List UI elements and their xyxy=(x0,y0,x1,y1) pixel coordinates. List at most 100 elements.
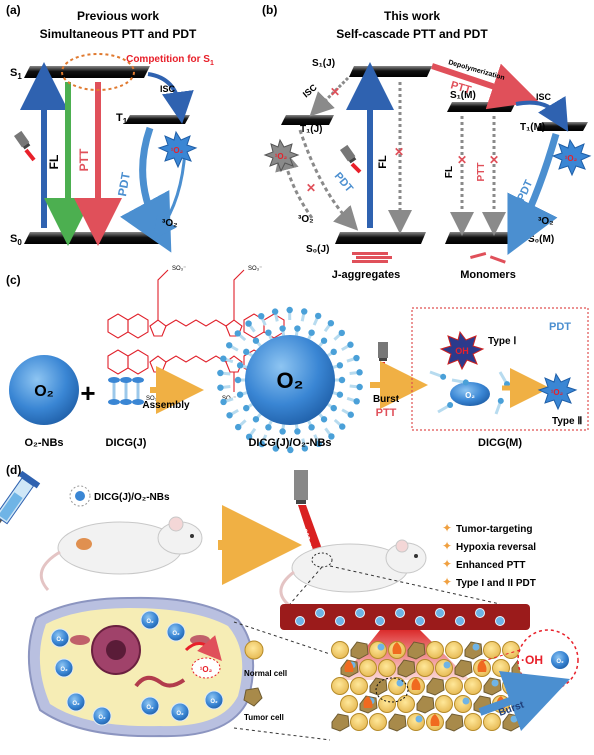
cell-release-arrow xyxy=(184,635,222,662)
normal-cell xyxy=(464,713,482,731)
lipid-head xyxy=(258,312,265,320)
normal-cell xyxy=(378,695,396,713)
tumor-cell xyxy=(350,641,369,660)
lipid-head xyxy=(347,341,354,348)
lipid-head xyxy=(301,445,309,452)
burst-d-arrow xyxy=(478,670,571,732)
cell-o2-bubble xyxy=(66,692,86,712)
isc-arrow xyxy=(147,72,194,124)
normal-cell xyxy=(483,713,501,731)
lipid-head xyxy=(327,319,335,327)
mouse-left xyxy=(39,516,203,592)
s1j-level xyxy=(349,66,432,77)
t1-level xyxy=(125,115,190,124)
small-o2-label: O₂ xyxy=(465,391,475,400)
normal-cell xyxy=(331,677,349,695)
complex-label: DICG(J)/O₂-NBs xyxy=(248,437,331,449)
lipid-head xyxy=(314,312,322,320)
singlet-m-burst-icon xyxy=(551,138,592,177)
isc-m-label: ISC xyxy=(536,92,552,102)
pdt-j-label: PDT xyxy=(332,170,356,195)
lipid-head xyxy=(236,362,244,369)
vessel-o2-bubble xyxy=(495,616,505,626)
panel-b-title: This work xyxy=(384,9,440,23)
cell-o2-bubble-label: O₂ xyxy=(60,667,68,673)
lipid-head xyxy=(272,445,279,452)
box-singlet-burst-icon xyxy=(537,372,578,411)
monomer-head xyxy=(440,373,447,380)
tumor-tissue xyxy=(331,641,530,732)
zoom-guide-right xyxy=(329,565,501,605)
panel-b: (b) This work Self-cascade PTT and PDT S… xyxy=(262,3,592,281)
benefit-star-icon: ✦ xyxy=(442,575,452,589)
lipid-head xyxy=(220,398,227,406)
tissue-o2-bubble xyxy=(510,715,518,723)
benefit-item: Tumor-targeting xyxy=(456,524,532,535)
lipid-head xyxy=(226,412,233,419)
normal-cell-icon xyxy=(244,640,264,660)
heat-flame-icon xyxy=(392,642,402,654)
s1m-label: S₁(M) xyxy=(450,90,476,101)
singlet-j-label: ¹O₂ xyxy=(275,152,288,161)
tumor-cell xyxy=(397,659,416,678)
vessel-o2-bubble xyxy=(295,616,305,626)
s1j-label: S₁(J) xyxy=(312,58,335,69)
dicg-j-label: DICG(J) xyxy=(106,437,147,449)
zoom-guide-left xyxy=(289,566,323,605)
ptt-label: PTT xyxy=(77,148,91,171)
pdt-arrow xyxy=(120,126,172,253)
s1-level xyxy=(24,66,150,78)
s1-label: S1 xyxy=(10,67,22,81)
cell-singlet-circle xyxy=(191,657,221,679)
lipid-head xyxy=(338,376,346,384)
syringe-icon xyxy=(0,470,41,536)
panel-a-letter: (a) xyxy=(6,3,21,17)
tissue-o2-bubble xyxy=(377,643,385,651)
singlet-oxygen-burst-icon xyxy=(157,130,198,169)
burst-label: Burst xyxy=(373,394,400,405)
cell-o2-bubble-label: O₂ xyxy=(210,699,218,705)
j-aggregates-label: J-aggregates xyxy=(332,269,400,281)
cell-o2-bubble xyxy=(204,690,224,710)
normal-cell xyxy=(483,641,501,659)
dicg-j-aggregate xyxy=(108,377,144,405)
s0j-level xyxy=(335,232,426,244)
singlet-m-label: ¹O₂ xyxy=(565,154,578,163)
fl-j-label: FL xyxy=(377,155,389,169)
isc-label: ISC xyxy=(160,84,176,94)
lipid-head xyxy=(245,433,253,441)
ptt-m-blocked-icon: ✕ xyxy=(489,153,499,167)
cell-o2-bubble-label: O₂ xyxy=(98,715,106,721)
panel-a-subtitle: Simultaneous PTT and PDT xyxy=(40,27,197,41)
cell-o2-bubble-label: O₂ xyxy=(176,711,184,717)
tissue-o2-bubble xyxy=(462,697,470,705)
normal-cell xyxy=(331,641,349,659)
lipid-head xyxy=(294,325,301,332)
lipid-head xyxy=(245,320,252,327)
normal-cell xyxy=(359,659,377,677)
lipid-head xyxy=(252,416,260,423)
monomer-head xyxy=(462,379,469,386)
tumor-cell xyxy=(416,695,435,714)
benefit-item: Type I and II PDT xyxy=(456,578,536,589)
competition-label: Competition for S1 xyxy=(126,54,214,67)
cell-o2-bubble-label: O₂ xyxy=(146,705,154,711)
s1m-level xyxy=(447,102,516,112)
vessel-bubbles xyxy=(295,608,505,626)
burst-ptt-label: PTT xyxy=(376,407,397,419)
laser-d-beam xyxy=(298,505,326,560)
vessel-o2-bubble xyxy=(435,608,445,618)
lipid-head xyxy=(226,342,233,349)
lipid-head xyxy=(356,383,363,391)
box-pdt-label: PDT xyxy=(549,321,571,333)
lipid-head xyxy=(339,423,346,430)
j-aggregate-icon xyxy=(352,252,392,263)
normal-cell xyxy=(502,677,520,695)
cell-o2-bubble-label: O₂ xyxy=(172,631,180,637)
oh-label: OH xyxy=(455,346,469,356)
monomer-tail xyxy=(494,402,502,415)
panel-c-letter: (c) xyxy=(6,273,21,287)
lipid-head xyxy=(336,362,344,369)
lipid-head xyxy=(220,355,227,362)
